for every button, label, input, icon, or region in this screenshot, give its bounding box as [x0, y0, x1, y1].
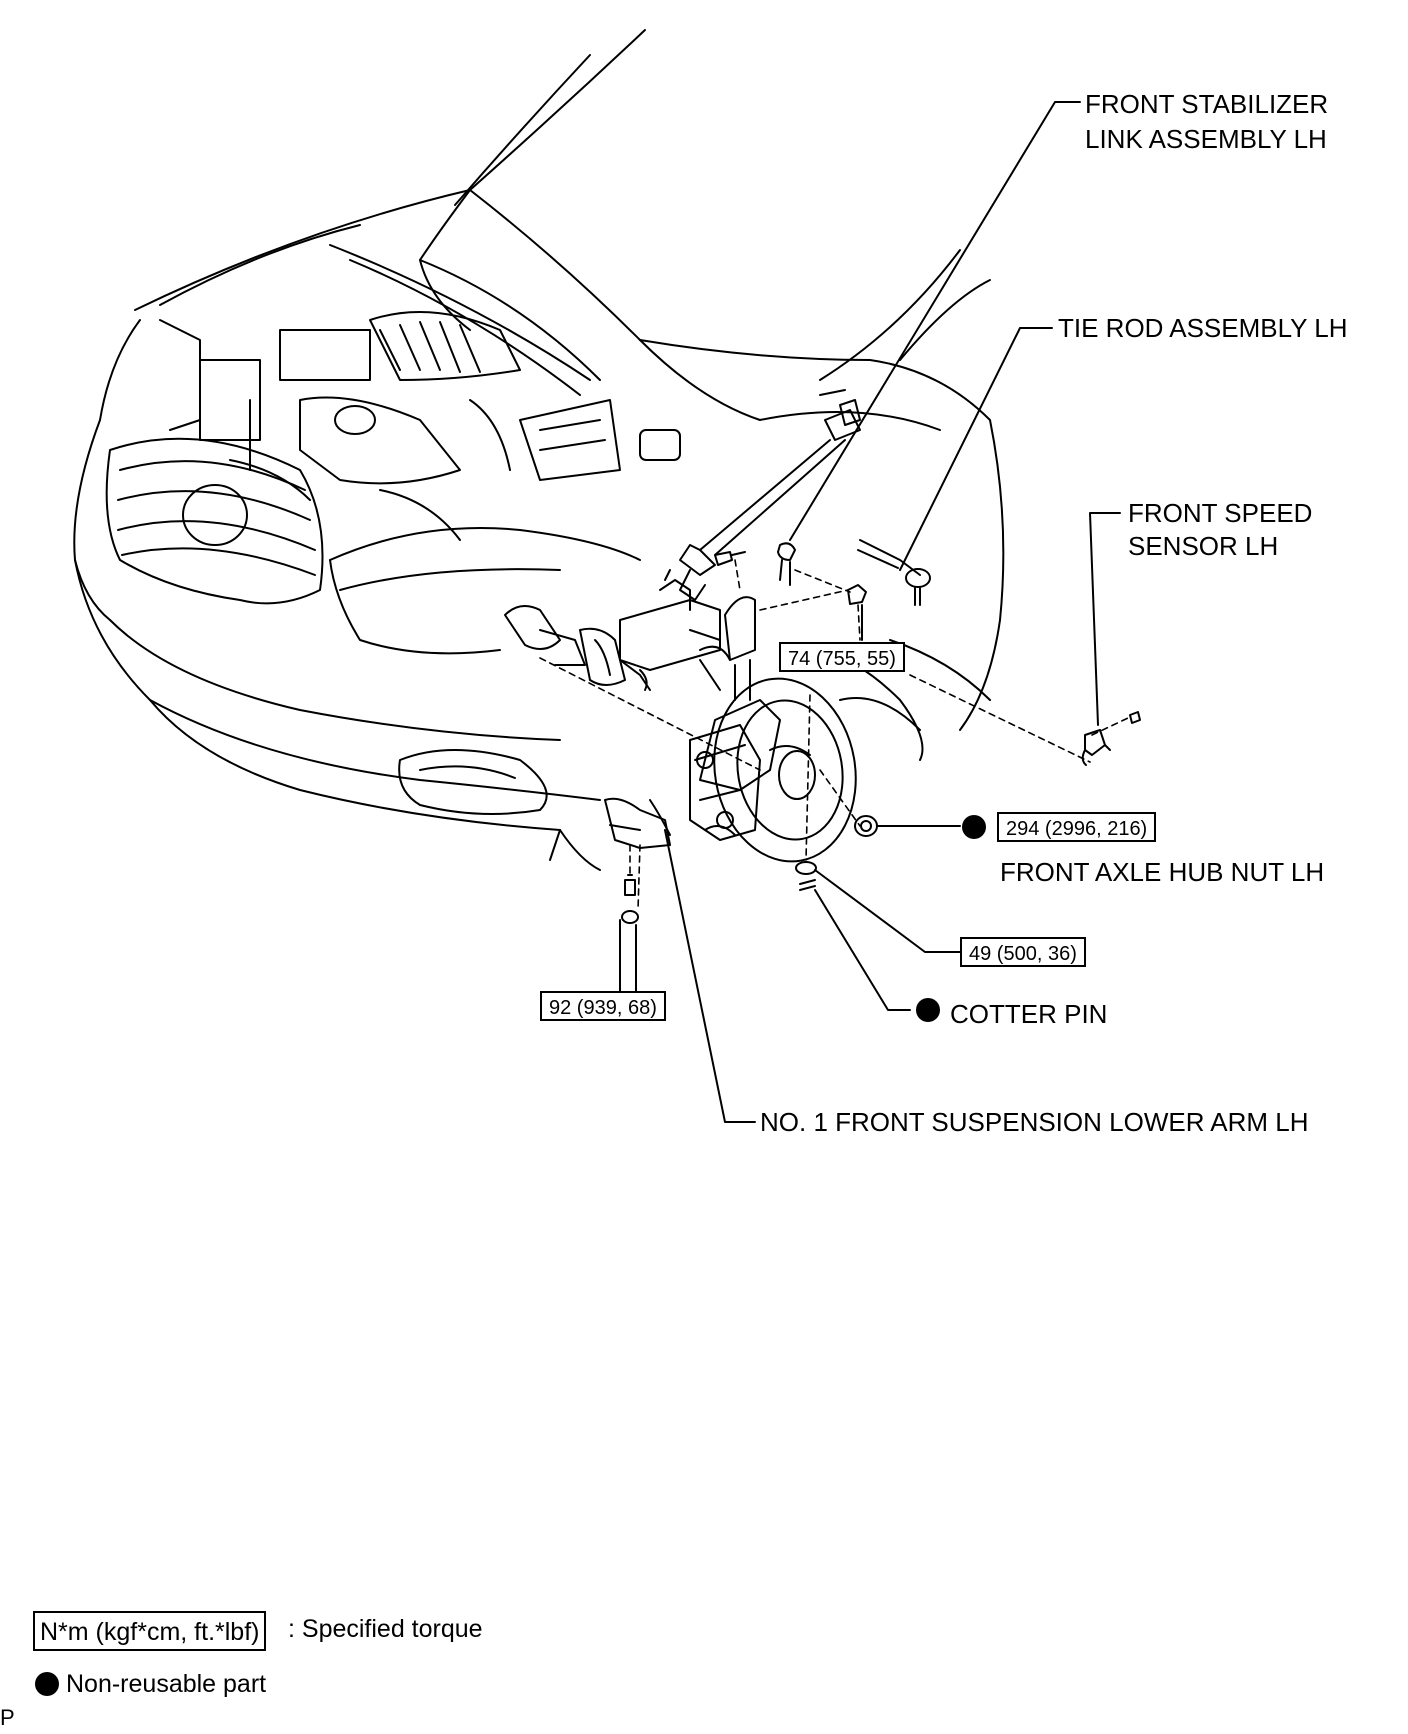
assembly-dashed-lines — [539, 559, 1129, 911]
legend-nonreusable-dot — [35, 1672, 59, 1696]
torque-lower-arm-bolt: 92 (939, 68) — [540, 991, 666, 1021]
legend-torque-unit: N*m (kgf*cm, ft.*lbf) — [33, 1611, 267, 1651]
brake-disc — [713, 677, 857, 863]
lower-arm-bracket — [604, 797, 671, 849]
engine-bay — [159, 311, 681, 541]
drive-shaft — [504, 605, 651, 691]
label-front-axle-hub-nut: FRONT AXLE HUB NUT LH — [1000, 857, 1325, 887]
torque-tie-rod-nut: 49 (500, 36) — [960, 937, 1086, 967]
fasteners — [621, 539, 1141, 924]
steering-gear — [619, 569, 731, 691]
nonreusable-dot-cotter-pin — [916, 998, 940, 1022]
legend-nonreusable-desc: Non-reusable part — [66, 1670, 267, 1698]
steering-shaft — [679, 389, 861, 601]
leader-lines — [619, 101, 1121, 1123]
label-cotter-pin: COTTER PIN — [950, 999, 1108, 1029]
label-front-speed-sensor-line1: FRONT SPEED — [1128, 498, 1313, 528]
nonreusable-dot-hub-nut — [962, 815, 986, 839]
footer-code: P — [0, 1705, 15, 1730]
label-front-speed-sensor-line2: SENSOR LH — [1128, 531, 1279, 561]
label-lower-arm: NO. 1 FRONT SUSPENSION LOWER ARM LH — [760, 1107, 1309, 1137]
label-tie-rod-assembly: TIE ROD ASSEMBLY LH — [1058, 313, 1348, 343]
torque-stabilizer-nut: 74 (755, 55) — [779, 642, 905, 672]
label-front-stabilizer-link-line1: FRONT STABILIZER — [1085, 89, 1329, 119]
legend-torque-desc: : Specified torque — [288, 1615, 483, 1643]
vehicle-body — [73, 29, 1005, 871]
label-front-stabilizer-link-line2: LINK ASSEMBLY LH — [1085, 124, 1327, 154]
steering-knuckle — [699, 596, 781, 791]
torque-axle-hub-nut: 294 (2996, 216) — [997, 812, 1157, 842]
